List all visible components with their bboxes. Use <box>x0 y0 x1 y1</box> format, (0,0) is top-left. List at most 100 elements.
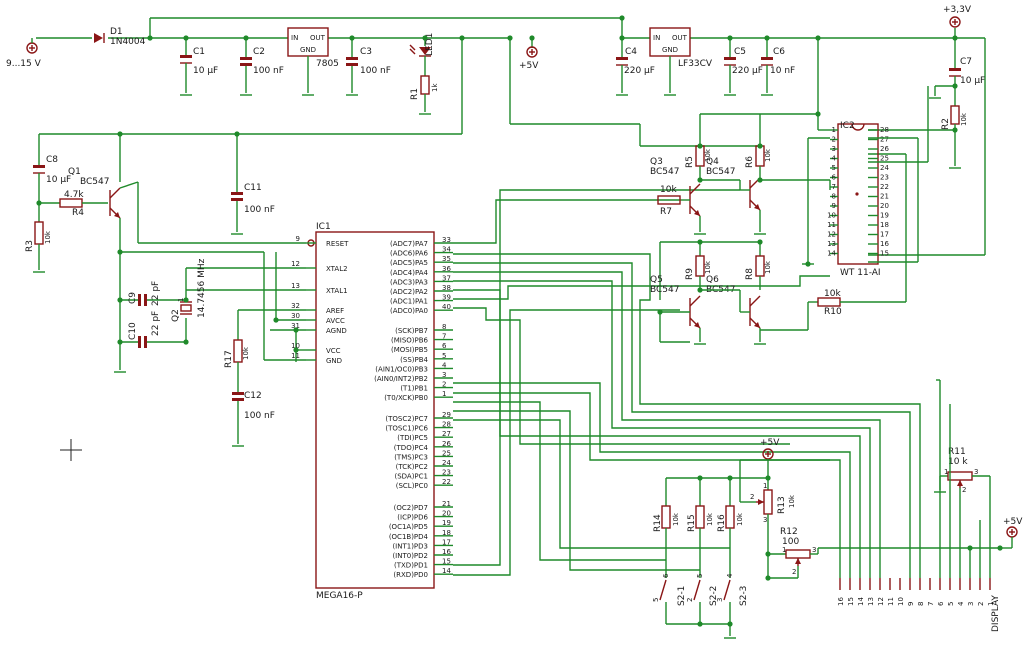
cap-c10[interactable]: C10 22 pF <box>128 311 161 348</box>
ic1-mega16[interactable]: IC1 MEGA16-P RESET9XTAL212XTAL113AREF32A… <box>291 222 453 601</box>
ic1-left-pin-label: XTAL1 <box>326 287 348 295</box>
supply-5v[interactable]: +5V <box>519 46 539 71</box>
ic2-right-pin-number: 22 <box>880 183 889 191</box>
ic2-right-pin-number: 21 <box>880 193 889 201</box>
q1-value: BC547 <box>80 177 109 187</box>
ic2-right-pin-number: 26 <box>880 145 889 153</box>
r13-pin2: 2 <box>750 493 754 501</box>
ic2-wt11[interactable]: IC2 WT 11-AI 123456789101112131428272625… <box>827 121 889 278</box>
ic2-right-pin-number: 25 <box>880 155 889 163</box>
ic2-left-pin-number: 7 <box>832 183 836 191</box>
cap-c5[interactable]: C5 220 µF <box>724 38 763 96</box>
ic2-right-pin-number: 19 <box>880 212 889 220</box>
r5-value: 10k <box>704 148 712 162</box>
reg1-out: OUT <box>310 34 326 42</box>
r2-name: R2 <box>941 118 951 130</box>
res-r2[interactable]: R2 10k <box>941 105 968 169</box>
c5-value: 220 µF <box>732 66 763 76</box>
ic1-right-pin-number: 15 <box>442 558 451 566</box>
display-pin-number: 1 <box>987 602 995 606</box>
regulator-lf33cv[interactable]: IN OUT GND LF33CV <box>649 27 713 96</box>
r14-name: R14 <box>653 514 663 532</box>
ic1-right-pin-label: (T0/XCK)PB0 <box>384 394 428 402</box>
supply-3v3[interactable]: +3,3V <box>943 5 972 28</box>
r1-name: R1 <box>410 88 420 100</box>
res-r1[interactable]: R1 1k <box>410 56 439 115</box>
reg1-in: IN <box>291 34 298 42</box>
supply-5v-label: +5V <box>519 61 539 71</box>
supply-5v-display-label: +5V <box>1003 517 1023 527</box>
res-r10[interactable]: 10k R10 <box>808 153 907 317</box>
ic1-right-pin-label: (ADC4)PA4 <box>390 269 429 277</box>
pot-r13[interactable]: R13 10k 1 2 3 <box>739 459 830 580</box>
ic1-right-pin-label: (ADC3)PA3 <box>390 278 428 286</box>
ic1-right-pin-label: (ADC7)PA7 <box>390 240 428 248</box>
supply-5v-display[interactable]: +5V <box>1003 517 1023 538</box>
ic1-right-pin-label: (ADC6)PA6 <box>390 250 429 258</box>
supply-5v-pot[interactable]: +5V <box>760 438 780 460</box>
led1[interactable]: LED1 <box>409 33 435 57</box>
transistor-q4[interactable]: Q4 BC547 <box>706 157 766 235</box>
cap-c12[interactable]: C12 100 nF <box>232 391 275 447</box>
cap-c4[interactable]: C4 220 µF <box>616 38 655 96</box>
ic1-left-pin-label: AVCC <box>326 317 345 325</box>
res-r6[interactable]: R6 10k <box>745 145 772 180</box>
r12-value: 100 <box>782 537 799 547</box>
led-icon <box>419 47 431 55</box>
switch-s2-3[interactable]: S2-3 4 3 <box>716 573 749 639</box>
ic2-right-pin-number: 18 <box>880 221 889 229</box>
ic1-right-pin-label: (TDI)PC5 <box>397 434 428 442</box>
ic2-right-pin-number: 23 <box>880 174 889 182</box>
res-r8[interactable]: R8 10k <box>745 242 772 290</box>
s22-pin-b: 2 <box>686 598 694 602</box>
cap-c3[interactable]: C3 100 nF <box>346 38 391 96</box>
c9-value: 22 pF <box>151 281 161 306</box>
ic1-left-pin-number: 10 <box>291 342 300 350</box>
ic1-right-pin-label: (INT1)PD3 <box>392 542 428 550</box>
regulator-7805[interactable]: IN OUT GND 7805 <box>287 27 339 96</box>
r11-value: 10 k <box>948 457 968 467</box>
res-r4[interactable]: 4.7k R4 <box>59 190 108 218</box>
cap-c6[interactable]: C6 10 nF <box>761 38 795 96</box>
ic1-right-pin-number: 34 <box>442 246 451 254</box>
ic1-right-pin-label: (SCK)PB7 <box>395 327 428 335</box>
ic1-right-pin-label: (INT0)PD2 <box>392 552 428 560</box>
switch-s2-2[interactable]: S2-2 5 2 <box>686 574 719 624</box>
r15-value: 10k <box>706 512 714 526</box>
transistor-q1[interactable]: Q1 BC547 <box>68 167 121 219</box>
pot-r12[interactable]: R12 100 1 2 3 <box>768 527 818 579</box>
res-r3[interactable]: R3 10k <box>25 221 52 273</box>
cap-c8[interactable]: C8 10 µF <box>33 155 71 222</box>
ic1-left-pin-number: 30 <box>291 312 300 320</box>
c2-name: C2 <box>253 47 265 57</box>
cap-c7[interactable]: C7 10 µF <box>929 57 985 106</box>
d1-value: 1N4004 <box>110 37 146 47</box>
res-r16[interactable]: R16 10k <box>717 505 744 578</box>
diode-d1[interactable]: D1 1N4004 <box>94 27 146 47</box>
res-r17[interactable]: R17 10k <box>224 339 250 392</box>
r12-pin1: 1 <box>782 546 786 554</box>
ic1-right-pin-number: 27 <box>442 430 451 438</box>
res-r14[interactable]: R14 10k <box>653 505 680 578</box>
d1-name: D1 <box>110 27 123 37</box>
ic1-right-pin-number: 19 <box>442 519 451 527</box>
r16-value: 10k <box>736 512 744 526</box>
ic1-right-pin-label: (TCK)PC2 <box>396 463 428 471</box>
diode-icon <box>94 33 103 43</box>
switch-s2-1[interactable]: S2-1 6 5 <box>652 573 687 624</box>
c8-name: C8 <box>46 155 58 165</box>
cap-c1[interactable]: C1 10 µF <box>180 38 218 96</box>
res-r15[interactable]: R15 10k <box>687 505 714 578</box>
cap-c11[interactable]: C11 100 nF <box>231 183 275 235</box>
display-pin-number: 2 <box>977 602 985 606</box>
r7-value: 10k <box>660 185 677 195</box>
q3-name: Q3 <box>650 157 663 167</box>
input-voltage-label: 9...15 V <box>6 59 42 69</box>
pot-r11[interactable]: R11 10 k 1 2 3 <box>934 447 991 578</box>
cap-c2[interactable]: C2 100 nF <box>240 38 284 96</box>
ic1-right-pin-label: (TXD)PD1 <box>394 562 428 570</box>
cap-c9[interactable]: C9 22 pF <box>128 281 161 306</box>
res-r7[interactable]: 10k R7 <box>657 185 681 217</box>
ic1-part: MEGA16-P <box>316 591 363 601</box>
